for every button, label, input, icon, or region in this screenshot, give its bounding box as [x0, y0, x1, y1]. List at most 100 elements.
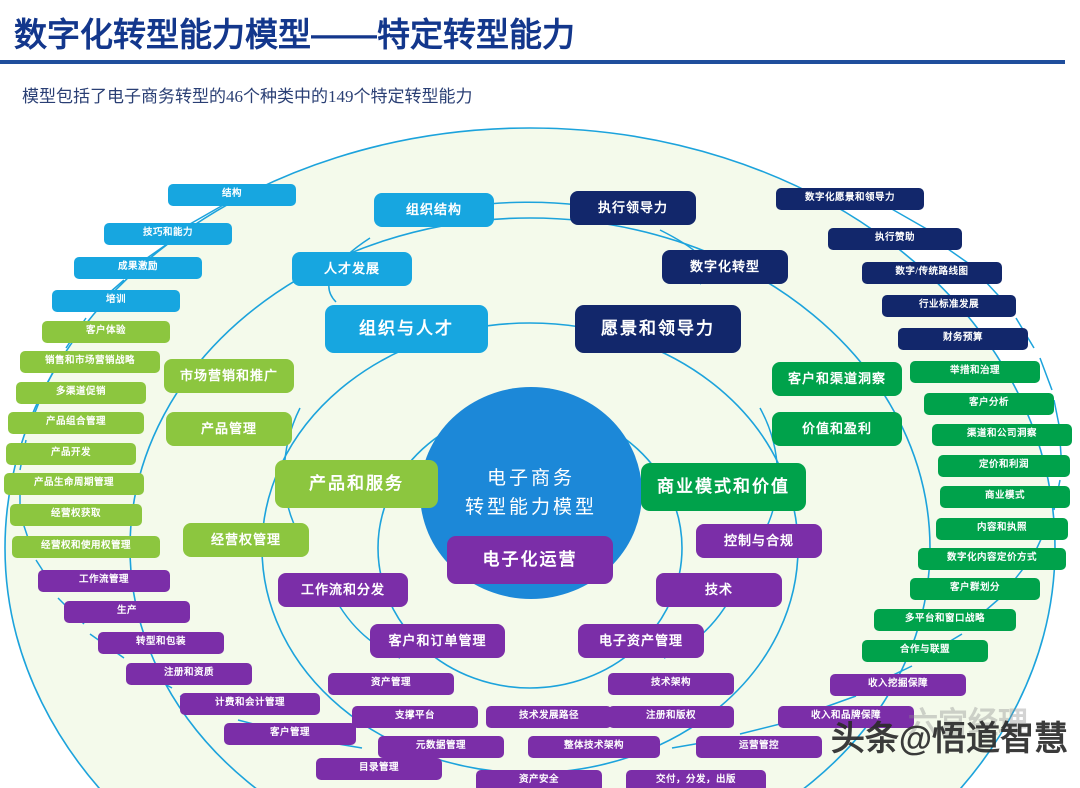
- mid-e-asset-management[interactable]: 电子资产管理: [578, 624, 704, 658]
- mid-label: 客户和渠道洞察: [787, 371, 886, 387]
- outer-industry-standard-development[interactable]: 行业标准发展: [882, 295, 1016, 317]
- outer-customer-segmentation[interactable]: 客户群划分: [910, 578, 1040, 600]
- outer-label: 注册和版权: [645, 711, 696, 722]
- outer-digital-vision-leadership[interactable]: 数字化愿景和领导力: [776, 188, 924, 210]
- mid-control-compliance[interactable]: 控制与合规: [696, 524, 822, 558]
- outer-registration-copyright[interactable]: 注册和版权: [608, 706, 734, 728]
- mid-workflow-distribution[interactable]: 工作流和分发: [278, 573, 408, 607]
- outer-operations-control[interactable]: 运营管控: [696, 736, 822, 758]
- outer-financial-budget[interactable]: 财务预算: [898, 328, 1028, 350]
- outer-label: 生产: [116, 606, 137, 617]
- mid-label: 技术: [704, 582, 733, 598]
- mid-technology[interactable]: 技术: [656, 573, 782, 607]
- outer-billing-accounting-management[interactable]: 计费和会计管理: [180, 693, 320, 715]
- outer-label: 工作流管理: [78, 575, 129, 586]
- mid-marketing-promotion[interactable]: 市场营销和推广: [164, 359, 294, 393]
- outer-training[interactable]: 培训: [52, 290, 180, 312]
- outer-multichannel-promotion[interactable]: 多渠道促销: [16, 382, 146, 404]
- outer-asset-management[interactable]: 资产管理: [328, 673, 454, 695]
- mid-talent-development[interactable]: 人才发展: [292, 252, 412, 286]
- outer-technical-architecture[interactable]: 技术架构: [608, 673, 734, 695]
- hub-line-2: 转型能力模型: [464, 497, 597, 518]
- mid-label: 经营权管理: [210, 532, 281, 548]
- domain-vision-leadership[interactable]: 愿景和领导力: [575, 305, 741, 353]
- mid-franchise-management[interactable]: 经营权管理: [183, 523, 309, 557]
- outer-workflow-management[interactable]: 工作流管理: [38, 570, 170, 592]
- outer-executive-sponsorship[interactable]: 执行赞助: [828, 228, 962, 250]
- outer-label: 产品生命周期管理: [33, 478, 114, 489]
- outer-label: 计费和会计管理: [214, 698, 285, 709]
- outer-customer-experience[interactable]: 客户体验: [42, 321, 170, 343]
- mid-label: 电子资产管理: [598, 633, 683, 649]
- domain-business-model-value[interactable]: 商业模式和价值: [641, 463, 806, 511]
- outer-pricing-profit[interactable]: 定价和利润: [938, 455, 1070, 477]
- outer-franchise-usage-rights-management[interactable]: 经营权和使用权管理: [12, 536, 160, 558]
- capability-model-diagram: 电子商务 转型能力模型 组织与人才 愿景和领导力 商业模式和价值 电子化运营 产…: [0, 118, 1080, 788]
- outer-revenue-brand-assurance[interactable]: 收入和品牌保障: [778, 706, 914, 728]
- outer-label: 财务预算: [942, 333, 983, 344]
- mid-product-management[interactable]: 产品管理: [166, 412, 292, 446]
- outer-product-portfolio-management[interactable]: 产品组合管理: [8, 412, 144, 434]
- mid-label: 市场营销和推广: [179, 368, 278, 384]
- outer-label: 转型和包装: [135, 637, 186, 648]
- outer-label: 执行赞助: [874, 233, 915, 244]
- outer-customer-analysis[interactable]: 客户分析: [924, 393, 1054, 415]
- outer-support-platform[interactable]: 支撑平台: [352, 706, 478, 728]
- domain-label: 电子化运营: [482, 550, 578, 570]
- page-title: 数字化转型能力模型——特定转型能力: [14, 16, 575, 53]
- outer-sales-marketing-strategy[interactable]: 销售和市场营销战略: [20, 351, 160, 373]
- outer-product-lifecycle-management[interactable]: 产品生命周期管理: [4, 473, 144, 495]
- outer-technology-roadmap[interactable]: 技术发展路径: [486, 706, 612, 728]
- outer-content-license[interactable]: 内容和执照: [936, 518, 1068, 540]
- outer-label: 注册和资质: [163, 668, 214, 679]
- mid-organization-structure[interactable]: 组织结构: [374, 193, 494, 227]
- outer-franchise-acquisition[interactable]: 经营权获取: [10, 504, 142, 526]
- mid-digital-transformation[interactable]: 数字化转型: [662, 250, 788, 284]
- outer-registration-qualification[interactable]: 注册和资质: [126, 663, 252, 685]
- outer-digital-traditional-roadmap[interactable]: 数字/传统路线图: [862, 262, 1002, 284]
- mid-label: 人才发展: [323, 261, 380, 277]
- outer-multiplatform-window-strategy[interactable]: 多平台和窗口战略: [874, 609, 1016, 631]
- outer-business-model[interactable]: 商业模式: [940, 486, 1070, 508]
- outer-product-development[interactable]: 产品开发: [6, 443, 136, 465]
- outer-label: 客户体验: [85, 326, 126, 337]
- outer-revenue-mining-assurance[interactable]: 收入挖掘保障: [830, 674, 966, 696]
- mid-executive-leadership[interactable]: 执行领导力: [570, 191, 696, 225]
- outer-catalog-management[interactable]: 目录管理: [316, 758, 442, 780]
- outer-overall-technical-architecture[interactable]: 整体技术架构: [528, 736, 660, 758]
- mid-customer-channel-insight[interactable]: 客户和渠道洞察: [772, 362, 902, 396]
- outer-label: 合作与联盟: [899, 645, 950, 656]
- outer-metadata-management[interactable]: 元数据管理: [378, 736, 504, 758]
- outer-digital-content-pricing[interactable]: 数字化内容定价方式: [918, 548, 1066, 570]
- outer-results-incentive[interactable]: 成果激励: [74, 257, 202, 279]
- mid-customer-order-management[interactable]: 客户和订单管理: [370, 624, 505, 658]
- outer-label: 整体技术架构: [563, 741, 624, 752]
- outer-label: 培训: [105, 295, 126, 306]
- outer-initiative-governance[interactable]: 举措和治理: [910, 361, 1040, 383]
- outer-label: 技巧和能力: [142, 228, 193, 239]
- outer-label: 资产安全: [518, 775, 559, 786]
- outer-label: 支撑平台: [394, 711, 435, 722]
- outer-label: 产品开发: [50, 448, 91, 459]
- outer-production[interactable]: 生产: [64, 601, 190, 623]
- outer-customer-management[interactable]: 客户管理: [224, 723, 356, 745]
- mid-value-profit[interactable]: 价值和盈利: [772, 412, 902, 446]
- outer-delivery-distribution-publishing[interactable]: 交付，分发，出版: [626, 770, 766, 788]
- domain-organization-talent[interactable]: 组织与人才: [325, 305, 488, 353]
- outer-partnership-alliance[interactable]: 合作与联盟: [862, 640, 988, 662]
- domain-label: 商业模式和价值: [657, 477, 790, 497]
- outer-label: 数字化愿景和领导力: [804, 193, 895, 204]
- outer-channel-company-insight[interactable]: 渠道和公司洞察: [932, 424, 1072, 446]
- mid-label: 控制与合规: [723, 533, 794, 549]
- outer-transformation-packaging[interactable]: 转型和包装: [98, 632, 224, 654]
- domain-product-service[interactable]: 产品和服务: [275, 460, 438, 508]
- outer-label: 定价和利润: [978, 460, 1029, 471]
- outer-asset-security[interactable]: 资产安全: [476, 770, 602, 788]
- outer-label: 收入和品牌保障: [810, 711, 881, 722]
- outer-skills-capability[interactable]: 技巧和能力: [104, 223, 232, 245]
- outer-label: 数字/传统路线图: [895, 267, 969, 278]
- outer-label: 渠道和公司洞察: [966, 429, 1037, 440]
- domain-e-operations[interactable]: 电子化运营: [447, 536, 613, 584]
- outer-structure[interactable]: 结构: [168, 184, 296, 206]
